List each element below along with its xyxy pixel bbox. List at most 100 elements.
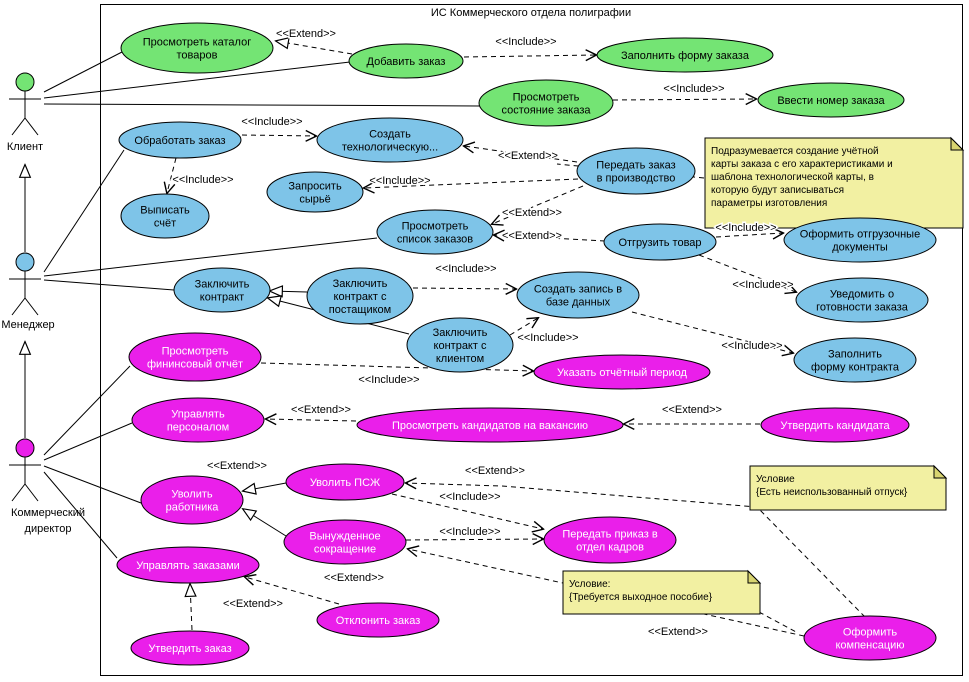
note-text: Условие:{Требуется выходное пособие}: [569, 579, 713, 603]
assoc-manager-view-order-list: [43, 237, 378, 277]
usecase-ellipse: [306, 267, 414, 325]
usecase-manage-orders: Управлять заказами: [116, 546, 260, 584]
include-db-record-fill-contract-form: [631, 311, 793, 353]
usecase-ellipse: [140, 475, 244, 525]
usecase-label: Управлять заказами: [136, 560, 240, 572]
include-process-order-issue-invoice: [167, 157, 177, 193]
actor-leg-icon: [24, 117, 39, 136]
include-ship-goods-shipping-docs-label: <<Include>>: [715, 222, 776, 234]
diagram-title: ИС Коммерческого отдела полиграфии: [431, 7, 631, 19]
usecase-ship-goods: Отгрузить товар: [603, 223, 717, 261]
usecase-label: Утвердить кандидата: [780, 420, 890, 432]
system-boundary-layer: ИС Коммерческого отдела полиграфии: [100, 4, 963, 676]
note-unused-vacation: Условие{Есть неиспользованный отпуск}: [749, 464, 948, 511]
usecase-label: Обработать заказ: [134, 135, 225, 147]
extend-production-create-tech: [464, 146, 578, 163]
include-fin-report-specify-period-label: <<Include>>: [358, 374, 419, 386]
assoc-client-view-catalog: [43, 51, 123, 93]
note-fold-icon: [950, 136, 965, 151]
usecase-ellipse: [285, 463, 405, 501]
note-text: Условие{Есть неиспользованный отпуск}: [756, 474, 908, 498]
include-view-status-enter-number-label: <<Include>>: [663, 83, 724, 95]
usecase-approve-candidate: Утвердить кандидата: [760, 407, 910, 443]
usecase-label: Уволить ПСЖ: [310, 477, 380, 489]
include-view-status-enter-number: [612, 99, 756, 100]
include-contract-client-db-record-label: <<Include>>: [517, 332, 578, 344]
extend-ship-goods-view-list: [494, 235, 606, 241]
include-forced-reduction-transfer-hr: [405, 539, 543, 540]
include-db-record-fill-contract-form-label: <<Include>>: [721, 340, 782, 352]
include-contract-supplier-db-record: [412, 288, 516, 289]
assoc-manager-process-order: [43, 149, 125, 273]
actor-leg-icon: [24, 297, 39, 316]
extend-compensation-fire-own-will: [406, 483, 866, 618]
usecase-label: Заполнить форму заказа: [621, 50, 750, 62]
extend-view-candidates-manage-staff: [266, 419, 357, 421]
usecase-ellipse: [516, 271, 640, 319]
usecase-label: Просмотреть кандидатов на вакансию: [392, 420, 588, 432]
usecase-ellipse: [603, 223, 717, 261]
usecase-reject-order: Отклонить заказ: [316, 602, 440, 638]
usecase-ellipse: [795, 277, 929, 323]
usecase-label: Добавить заказ: [367, 56, 446, 68]
usecase-label: Указать отчётный период: [557, 367, 687, 379]
usecase-fire-own-will: Уволить ПСЖ: [285, 463, 405, 501]
extend-approve-order-manage-orders-label: <<Extend>>: [223, 598, 283, 610]
assoc-client-add-order: [43, 61, 351, 99]
usecase-ellipse: [283, 519, 407, 565]
extend-production-view-list-label: <<Extend>>: [502, 207, 562, 219]
extend-compensation-fire-own-will-label: <<Extend>>: [465, 465, 525, 477]
gen-fire-own-will-fire-employee: [243, 483, 287, 491]
usecase-approve-order: Утвердить заказ: [130, 630, 250, 666]
extend-add-order-view-catalog: [276, 41, 353, 55]
note-body: [749, 465, 947, 511]
include-forced-reduction-transfer-hr-label: <<Include>>: [439, 526, 500, 538]
extend-ship-goods-view-list-label: <<Extend>>: [502, 230, 562, 242]
usecase-ellipse: [757, 82, 905, 118]
usecase-label: Ввести номер заказа: [777, 95, 885, 107]
extend-approve-candidate-view-candidates-label: <<Extend>>: [662, 404, 722, 416]
include-process-order-create-tech-label: <<Include>>: [241, 116, 302, 128]
gen-contract-supplier-conclude: [270, 291, 308, 292]
usecase-ellipse: [783, 217, 937, 263]
note-body: [562, 570, 761, 615]
system-boundary-box: [100, 4, 963, 676]
usecase-label: Отгрузить товар: [618, 237, 701, 249]
actor-head-icon: [15, 438, 35, 458]
edge-labels-layer: <<Extend>> <<Include>> <<Include>> <<Includ…: [171, 27, 795, 640]
usecase-ellipse: [130, 630, 250, 666]
usecase-ellipse: [131, 397, 265, 443]
extend-compensation-forced-reduction-label: <<Extend>>: [648, 626, 708, 638]
usecase-ellipse: [266, 171, 364, 213]
include-add-order-fill-form: [463, 55, 596, 57]
note-fold-icon: [747, 569, 762, 584]
usecase-ellipse: [128, 332, 262, 382]
assoc-director-manage-staff: [43, 422, 133, 461]
actor-leg-icon: [11, 483, 26, 502]
usecase-ellipse: [760, 407, 910, 443]
actor-leg-icon: [11, 117, 26, 136]
